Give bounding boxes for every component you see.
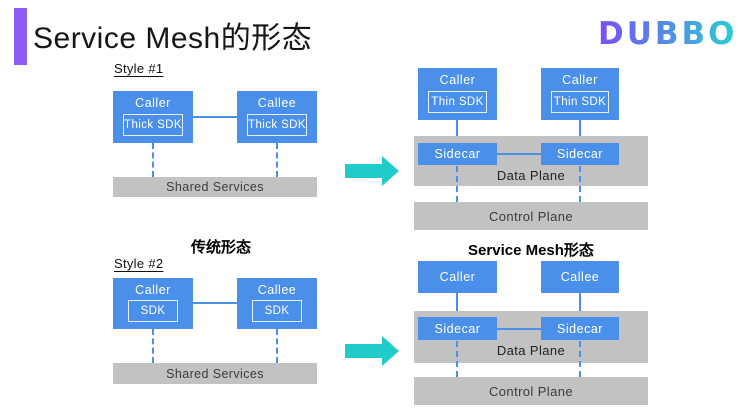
- dashed-link-line: [456, 166, 458, 202]
- sidecar-box: Sidecar: [541, 143, 619, 165]
- data-plane-label: Data Plane: [496, 343, 566, 358]
- control-plane-label: Control Plane: [489, 383, 573, 399]
- connector-line: [193, 116, 237, 118]
- callee-label: Callee: [257, 96, 297, 110]
- style1-label: Style #1: [114, 61, 164, 76]
- dashed-link-line: [579, 341, 581, 377]
- style2-label: Style #2: [114, 256, 164, 271]
- mesh-top-caller1-box: Caller Thin SDK: [418, 68, 497, 120]
- service-mesh-form-label: Service Mesh形态: [468, 242, 594, 259]
- sidecar-box: Sidecar: [418, 317, 497, 340]
- caller-label: Caller: [562, 73, 598, 87]
- mesh-bottom-caller-box: Caller: [418, 261, 497, 293]
- sidecar-box: Sidecar: [541, 317, 619, 340]
- sidecar-box: Sidecar: [418, 143, 497, 165]
- connector-line: [579, 120, 581, 143]
- sdk-chip: SDK: [252, 300, 302, 322]
- mesh-top-caller2-box: Caller Thin SDK: [541, 68, 619, 120]
- shared-services-label: Shared Services: [166, 366, 264, 381]
- dashed-link-line: [152, 329, 154, 363]
- connector-line: [579, 293, 581, 317]
- mesh-bottom-callee-box: Callee: [541, 261, 619, 293]
- callee-label: Callee: [257, 283, 297, 297]
- connector-line: [456, 293, 458, 317]
- style1-caller-box: Caller Thick SDK: [113, 91, 193, 143]
- connector-line: [497, 328, 541, 330]
- dashed-link-line: [579, 166, 581, 202]
- caller-label: Caller: [135, 283, 171, 297]
- style2-callee-box: Callee SDK: [237, 278, 317, 329]
- thin-sdk-chip: Thin SDK: [551, 91, 609, 113]
- dashed-link-line: [152, 143, 154, 177]
- control-plane-label: Control Plane: [489, 208, 573, 224]
- caller-label: Caller: [135, 96, 171, 110]
- style1-callee-box: Callee Thick SDK: [237, 91, 317, 143]
- dubbo-logo: DUBBO: [598, 16, 738, 52]
- dashed-link-line: [456, 341, 458, 377]
- traditional-form-label: 传统形态: [190, 239, 251, 256]
- connector-line: [497, 153, 541, 155]
- control-plane-bar: Control Plane: [414, 202, 648, 230]
- thin-sdk-chip: Thin SDK: [428, 91, 487, 113]
- shared-services-bar: Shared Services: [113, 177, 317, 197]
- thick-sdk-chip: Thick SDK: [247, 114, 307, 136]
- sdk-chip: SDK: [128, 300, 178, 322]
- control-plane-bar: Control Plane: [414, 377, 648, 405]
- connector-line: [456, 120, 458, 143]
- shared-services-bar: Shared Services: [113, 363, 317, 384]
- shared-services-label: Shared Services: [166, 180, 264, 194]
- dashed-link-line: [276, 329, 278, 363]
- dashed-link-line: [276, 143, 278, 177]
- thick-sdk-chip: Thick SDK: [123, 114, 183, 136]
- page-title: Service Mesh的形态: [33, 22, 313, 55]
- caller-label: Caller: [439, 73, 476, 87]
- connector-line: [193, 302, 237, 304]
- style2-caller-box: Caller SDK: [113, 278, 193, 329]
- title-accent-bar: [14, 8, 27, 65]
- data-plane-label: Data Plane: [496, 168, 566, 183]
